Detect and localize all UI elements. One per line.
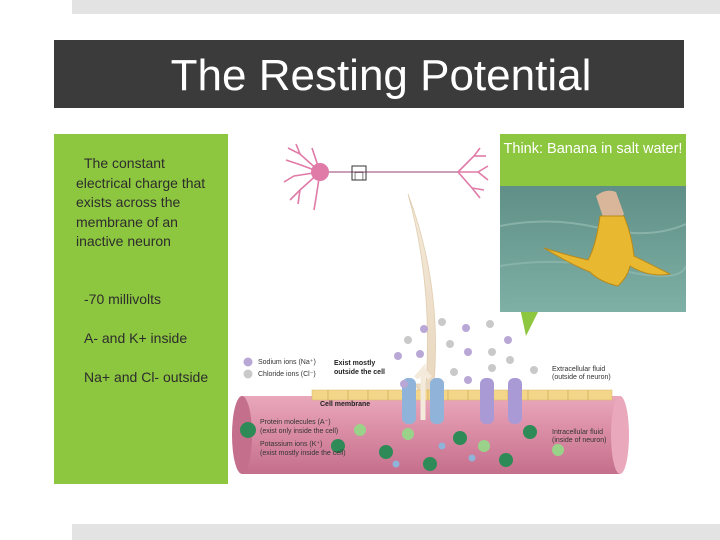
label-intracellular-2: (inside of neuron) <box>552 437 606 444</box>
legend-chloride: Chloride ions (Cl⁻) <box>258 371 316 378</box>
legend-potassium-note: (exist mostly inside the cell) <box>260 450 346 457</box>
banana-shape <box>543 215 672 287</box>
top-decor-bar <box>72 0 720 14</box>
slide-title: The Resting Potential <box>170 51 592 100</box>
missing-glyph-box: □ <box>354 169 364 182</box>
diagram-legend: Sodium ions (Na⁺) Chloride ions (Cl⁻) Ex… <box>243 357 385 457</box>
legend-protein: Protein molecules (A⁻) <box>260 419 331 426</box>
legend-outside-line2: outside the cell <box>334 369 385 376</box>
legend-outside-line1: Exist mostly <box>334 360 375 367</box>
bullet-inside-ions: A- and K+ inside <box>84 330 188 346</box>
legend-protein-note: (exist only inside the cell) <box>260 428 338 435</box>
callout-pointer <box>520 308 540 336</box>
label-cell-membrane: Cell membrane <box>320 401 370 408</box>
extracellular-ions <box>394 318 538 388</box>
intracellular-ions <box>240 422 564 471</box>
callout-text: Think: Banana in salt water! <box>503 141 683 157</box>
callout-box: Think: Banana in salt water! <box>500 134 686 186</box>
ion-channel-potassium <box>480 378 522 424</box>
bullet-panel: The constant electrical charge that exis… <box>54 134 228 484</box>
bullet-definition: The constant electrical charge that exis… <box>76 155 206 249</box>
label-extracellular-1: Extracellular fluid <box>552 366 605 373</box>
label-extracellular-2: (outside of neuron) <box>552 374 611 381</box>
legend-sodium: Sodium ions (Na⁺) <box>258 359 316 366</box>
legend-potassium: Potassium ions (K⁺) <box>260 441 322 448</box>
ion-channel-sodium <box>402 363 444 424</box>
title-band: The Resting Potential <box>54 40 684 108</box>
resting-potential-diagram: □ <box>232 143 629 474</box>
bottom-decor-bar <box>72 524 720 540</box>
banana-in-water-photo <box>500 186 686 312</box>
neuron-illustration: □ <box>283 143 489 211</box>
bullet-outside-ions: Na+ and Cl- outside <box>84 369 209 385</box>
label-intracellular-1: Intracellular fluid <box>552 429 603 436</box>
bullet-millivolts: -70 millivolts <box>84 291 162 307</box>
hand-shape <box>596 190 624 221</box>
